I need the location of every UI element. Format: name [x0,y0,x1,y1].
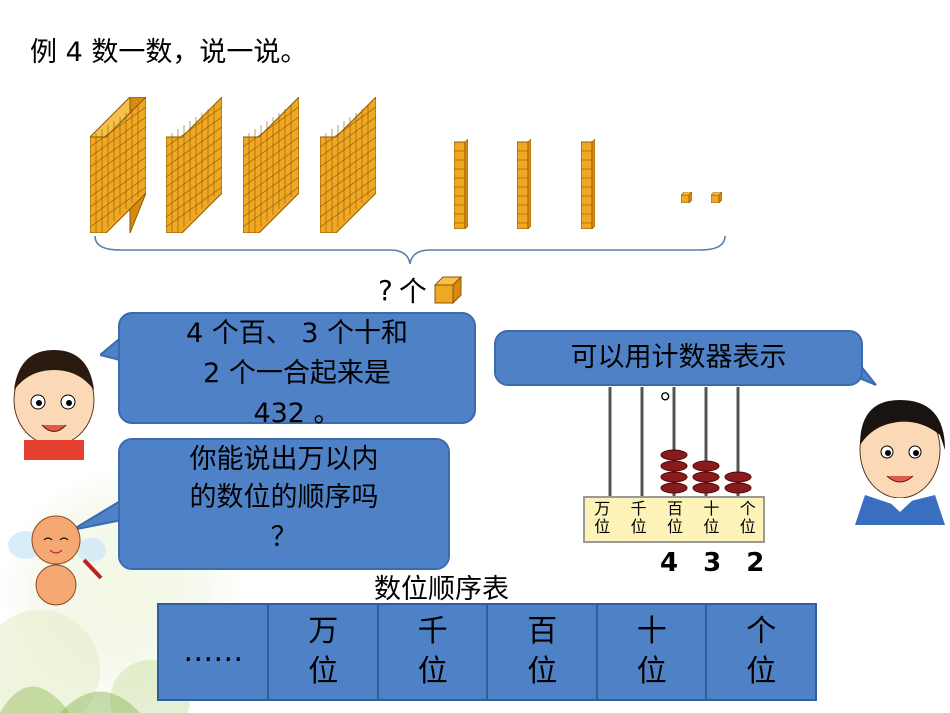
place-table-title: 数位顺序表 [374,574,509,605]
abacus-labels: 万位 千位 百位 十位 个位 [584,500,766,536]
table-cell-ge: 个位 [705,603,817,701]
speech-bubble-question: 你能说出万以内 的数位的顺序吗 ？ [118,438,450,570]
table-row: …… 万位 千位 百位 十位 个位 [156,603,817,701]
ten-rod-1 [454,139,468,229]
table-cell-shi: 十位 [595,603,708,701]
abacus-label-shi: 十位 [703,499,720,536]
question-word: 个 [398,275,427,308]
hundred-flat-4 [320,97,376,233]
bubble2-line-1: 你能说出万以内 [189,444,379,475]
boy-right-illustration [855,400,945,525]
hundred-flat-2 [166,97,222,233]
abacus-digits: 4 3 2 [660,548,773,578]
unit-cube-1 [681,192,692,203]
abacus-label-qian: 千位 [630,499,647,536]
bubble-line-3: 432 。 [253,398,341,429]
speech-bubble-hundreds: 4 个百、 3 个十和 2 个一合起来是 432 。 [118,312,476,429]
curly-brace [94,235,726,265]
table-cell-bai: 百位 [486,603,598,701]
question-mark: ? [378,273,393,307]
speech-bubble-abacus: 可以用计数器表示 [494,330,863,386]
bubble2-line-2: 的数位的顺序吗 [189,482,379,513]
counting-abacus [583,387,765,543]
place-value-table: …… 万位 千位 百位 十位 个位 [156,603,817,701]
abacus-label-bai: 百位 [666,499,683,536]
ten-rod-2 [517,139,531,229]
unit-cube-2 [711,192,722,203]
question-line: ? 个 [378,270,463,310]
abacus-label-ge: 个位 [739,499,756,536]
hundred-flat-1 [90,97,146,233]
bubble-line-2: 2 个一合起来是 [203,358,391,389]
hundred-flat-3 [243,97,299,233]
bubble-line-1: 4 个百、 3 个十和 [185,318,409,349]
abacus-label-wan: 万位 [594,499,611,536]
bubble2-line-3: ？ [270,522,298,553]
table-cell-wan: 万位 [267,603,379,701]
example-title: 例 4 数一数，说一说。 [30,37,308,68]
cupid-illustration [8,515,106,606]
table-cell-qian: 千位 [376,603,489,701]
bubble-tail-2 [72,500,122,531]
ten-rod-3 [581,139,595,229]
table-cell-ellipsis: …… [156,603,270,701]
boy-left-illustration [13,350,95,460]
bubble3-text: 可以用计数器表示 [570,342,787,373]
cube-icon [433,275,463,305]
